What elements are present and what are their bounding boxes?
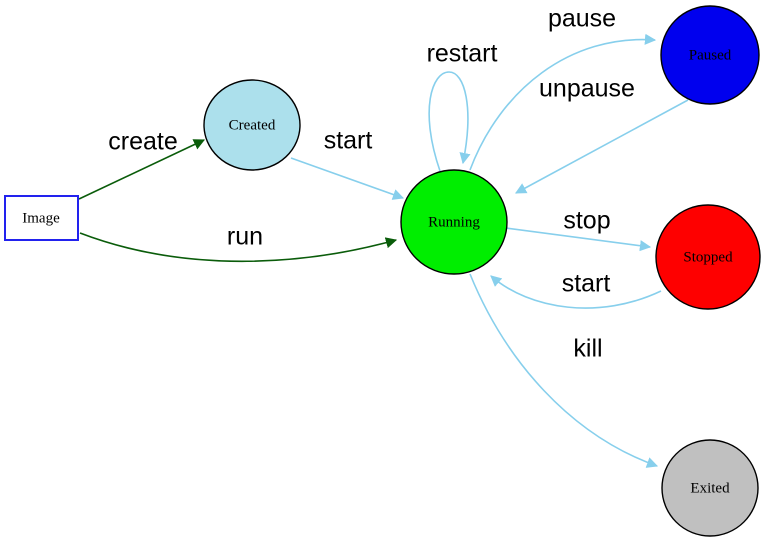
edge-stop[interactable]: stop [505,207,652,252]
edge-start-created-path [290,157,405,200]
edge-start-stopped[interactable]: start [490,270,662,309]
node-exited-shape [661,439,759,537]
edge-create-path [78,139,206,200]
edge-kill-path [469,273,659,468]
node-created-shape [203,79,301,171]
edge-unpause-path [515,99,689,194]
node-paused[interactable]: Paused [660,5,760,105]
edge-start-created[interactable]: start [290,127,405,200]
node-running-label: Running [428,214,480,230]
node-exited-label: Exited [690,480,730,496]
node-exited[interactable]: Exited [661,439,759,537]
node-created[interactable]: Created [203,79,301,171]
edge-pause[interactable]: pause [469,5,657,171]
edge-create-label: create [108,128,177,156]
node-running-shape [400,169,508,275]
edge-create[interactable]: create [78,128,206,200]
nodes-layer: Image Created Running Paused Stopped [4,5,761,537]
node-running[interactable]: Running [400,169,508,275]
edge-restart-label: restart [427,40,498,68]
edges-layer: create run start restart pause [78,5,689,468]
edge-run[interactable]: run [79,223,398,263]
node-stopped[interactable]: Stopped [655,204,761,310]
node-created-label: Created [229,117,276,133]
edge-run-path [79,232,398,263]
edge-restart[interactable]: restart [427,40,498,172]
edge-unpause-label: unpause [539,75,635,103]
edge-kill[interactable]: kill [469,273,659,468]
node-image-label: Image [22,210,60,226]
edge-start-stopped-path [490,275,662,309]
edge-stop-path [505,227,652,252]
edge-kill-label: kill [573,335,602,363]
edge-pause-label: pause [548,5,616,33]
node-paused-label: Paused [689,47,732,63]
node-paused-shape [660,5,760,105]
node-stopped-label: Stopped [683,249,733,265]
node-image-shape [4,195,79,241]
edge-run-label: run [227,223,263,251]
edge-unpause[interactable]: unpause [515,75,689,194]
edge-start-stopped-label: start [562,270,611,298]
node-stopped-shape [655,204,761,310]
edge-stop-label: stop [563,207,610,235]
edge-start-created-label: start [324,127,373,155]
edge-restart-path [428,71,471,172]
edge-pause-path [469,33,657,171]
node-image[interactable]: Image [4,195,79,241]
